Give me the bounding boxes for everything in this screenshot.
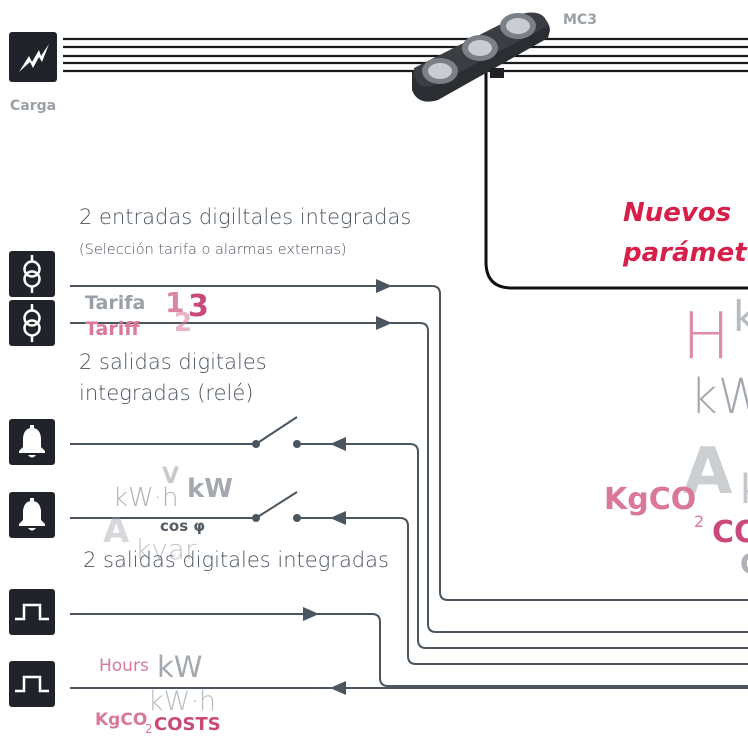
wm-right-kgco: KgCO	[604, 482, 697, 517]
bell-icon	[19, 425, 45, 458]
wm-pulse-hours: Hours	[99, 656, 149, 676]
wm-relay-kw: kW	[187, 474, 233, 504]
signal-arrows	[303, 279, 392, 695]
wm-pulse-kw: kW	[157, 650, 203, 684]
tariff-number-1: 1	[165, 286, 185, 319]
pulse-1-icon-box	[9, 589, 55, 635]
pulse-icon	[15, 603, 49, 621]
switch-contacts	[252, 440, 301, 522]
new-params-outline	[484, 70, 748, 290]
wm-pulse-costs: COSTS	[154, 714, 221, 735]
inputs-title: 2 entradas digiltales integradas	[79, 205, 412, 229]
input-2-icon-box	[9, 300, 55, 346]
wm-relay-kwh: kW·h	[113, 483, 179, 513]
relays-title-line2: integradas (relé)	[79, 381, 254, 405]
tariff-label-es: Tarifa	[85, 292, 146, 314]
lightning-bolt-icon	[19, 44, 49, 72]
wm-right-c: C	[740, 550, 748, 578]
wm-right-k2: k	[740, 470, 748, 510]
transformer-icon	[23, 255, 41, 293]
pulse-icon	[15, 675, 49, 693]
wm-relay-cos: cos φ	[160, 517, 206, 535]
wm-relay-a: A	[103, 511, 130, 551]
wm-pulse-kwh: kW·h	[148, 686, 217, 717]
wm-right-co: CO	[712, 515, 748, 550]
bus-lines	[63, 37, 748, 73]
load-icon-box	[9, 32, 57, 82]
input-1-icon-box	[9, 251, 55, 297]
wm-right-kw: kW	[690, 369, 748, 425]
wm-right-k1: k	[733, 292, 748, 341]
new-params-line2: parámet	[623, 238, 747, 268]
tariff-number-3: 3	[188, 289, 209, 324]
signal-wires	[70, 285, 748, 689]
relay-1-icon-box	[9, 419, 55, 465]
wm-pulse-kgco-sub: 2	[145, 722, 153, 736]
pulse-2-icon-box	[9, 661, 55, 707]
tariff-label-en: Tariff	[85, 318, 140, 340]
bell-icon	[19, 498, 45, 531]
inputs-subtitle: (Selección tarifa o alarmas externas)	[79, 242, 347, 258]
relays-title-line1: 2 salidas digitales	[79, 350, 267, 374]
wm-right-kgco-sub: 2	[694, 512, 705, 531]
wm-pulse-kgco: KgCO	[95, 710, 148, 730]
wm-relay-v: V	[162, 464, 180, 489]
new-params-line1: Nuevos	[623, 198, 732, 228]
device-label: MC3	[563, 12, 597, 28]
wm-right-h: H	[682, 300, 731, 374]
wm-relay-kvar: kvar	[135, 533, 197, 566]
relay-2-icon-box	[9, 492, 55, 538]
transformer-icon	[23, 304, 41, 342]
mc3-device-icon	[412, 12, 550, 102]
tariff-number-2: 2	[174, 308, 193, 338]
wm-right-a: A	[683, 435, 733, 509]
pulse-title: 2 salidas digitales integradas	[83, 548, 389, 572]
load-label: Carga	[10, 98, 57, 114]
